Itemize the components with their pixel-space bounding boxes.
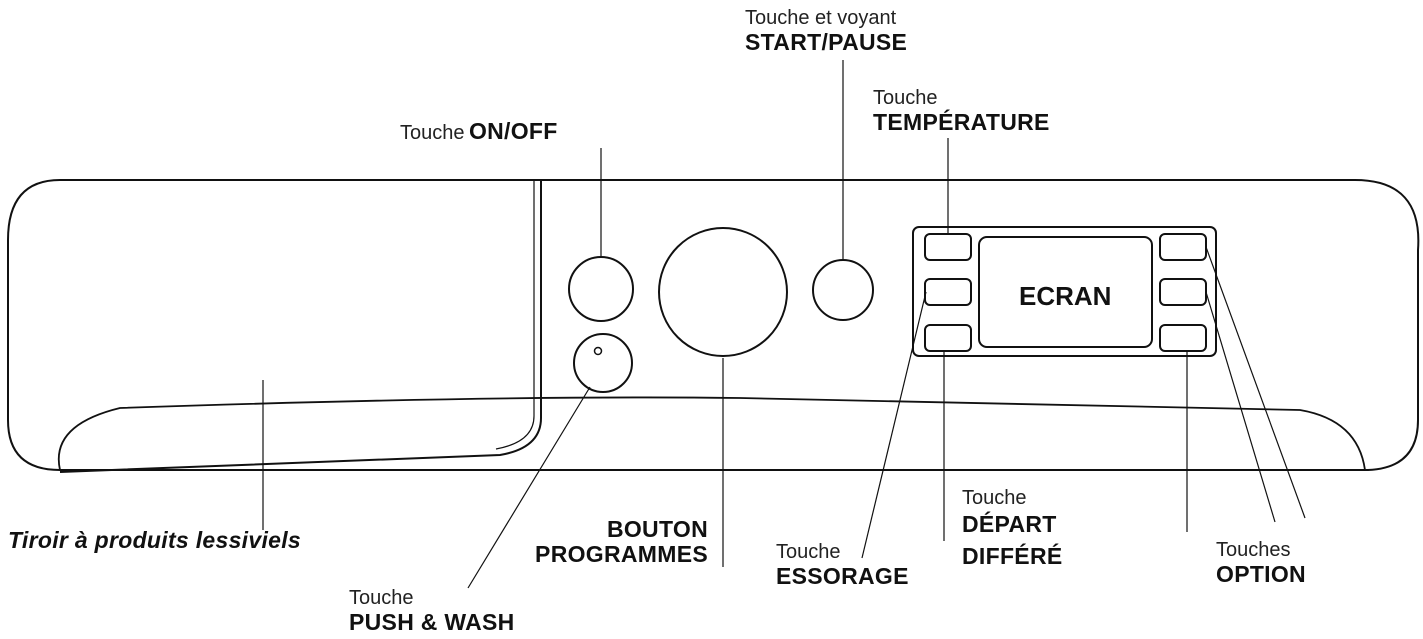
drawer-label: Tiroir à produits lessiviels bbox=[8, 527, 302, 553]
program-knob-line2: PROGRAMMES bbox=[535, 540, 708, 567]
delayed-start-key bbox=[924, 324, 972, 352]
on-off-name: ON/OFF bbox=[468, 118, 558, 144]
leader-option-2 bbox=[1205, 291, 1276, 523]
program-knob-label: BOUTON PROGRAMMES bbox=[500, 517, 708, 567]
start-pause-name: START/PAUSE bbox=[745, 28, 908, 55]
start-pause-prefix: Touche et voyant bbox=[745, 7, 897, 29]
option-label: Touches OPTION bbox=[1216, 539, 1306, 587]
leader-spin bbox=[861, 291, 927, 559]
push-wash-button bbox=[573, 333, 633, 393]
leader-push-wash bbox=[467, 386, 591, 589]
push-wash-name: PUSH & WASH bbox=[349, 608, 515, 635]
push-wash-indicator bbox=[593, 346, 603, 356]
screen-display bbox=[978, 236, 1153, 348]
spin-prefix: Touche bbox=[776, 541, 841, 563]
option-key-3 bbox=[1159, 324, 1207, 352]
temperature-label: Touche TEMPÉRATURE bbox=[873, 87, 1050, 135]
leader-option-1 bbox=[1205, 246, 1306, 519]
push-wash-label: Touche PUSH & WASH bbox=[349, 587, 515, 635]
temperature-prefix: Touche bbox=[873, 87, 938, 109]
program-knob-line1: BOUTON bbox=[606, 516, 708, 542]
option-key-2 bbox=[1159, 278, 1207, 306]
drawer-inner-edge bbox=[495, 181, 535, 450]
panel-outline bbox=[7, 179, 1420, 471]
panel-lip bbox=[57, 396, 1366, 471]
spin-label: Touche ESSORAGE bbox=[776, 541, 909, 589]
temperature-key bbox=[924, 233, 972, 261]
drawer-outline bbox=[59, 181, 542, 473]
delayed-start-prefix: Touche bbox=[962, 487, 1027, 509]
temperature-name: TEMPÉRATURE bbox=[873, 108, 1050, 135]
delayed-start-label: Touche DÉPART DIFFÉRÉ bbox=[962, 487, 1063, 570]
spin-name: ESSORAGE bbox=[776, 562, 909, 589]
on-off-prefix: Touche bbox=[400, 122, 465, 144]
on-off-label: Touche ON/OFF bbox=[400, 119, 558, 145]
push-wash-prefix: Touche bbox=[349, 587, 414, 609]
delayed-start-line1: DÉPART bbox=[962, 510, 1057, 537]
spin-key bbox=[924, 278, 972, 306]
option-key-1 bbox=[1159, 233, 1207, 261]
screen-module bbox=[912, 226, 1217, 357]
on-off-button bbox=[568, 256, 634, 322]
delayed-start-line2: DIFFÉRÉ bbox=[962, 543, 1063, 570]
screen-label: ECRAN bbox=[1019, 281, 1112, 311]
option-prefix: Touches bbox=[1216, 539, 1291, 561]
start-pause-label: Touche et voyant START/PAUSE bbox=[745, 7, 908, 55]
option-name: OPTION bbox=[1216, 560, 1306, 587]
program-knob bbox=[658, 227, 788, 357]
start-pause-button bbox=[812, 259, 874, 321]
